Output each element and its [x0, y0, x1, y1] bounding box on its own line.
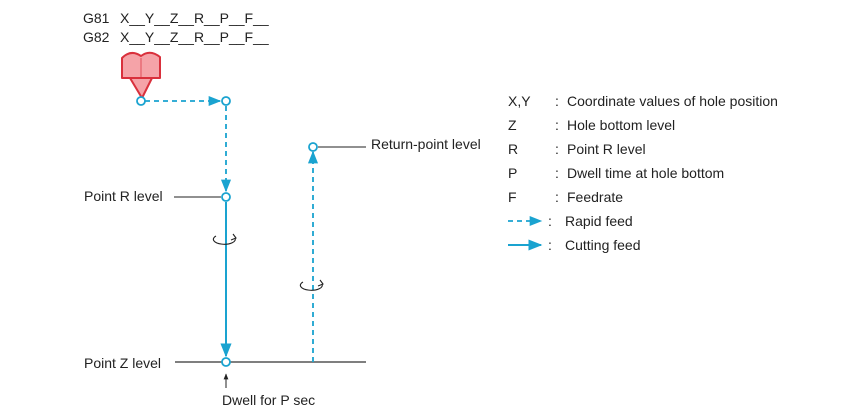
legend-colon: : — [548, 213, 552, 229]
legend-key: Z — [508, 117, 517, 133]
start-point — [136, 96, 146, 106]
legend-key: P — [508, 165, 517, 181]
command-code: G82 — [83, 29, 110, 45]
legend-key: X,Y — [508, 93, 531, 109]
legend-colon: : — [555, 117, 559, 133]
cutting-feed-legend-label: Cutting feed — [565, 237, 641, 253]
legend-desc: Point R level — [567, 141, 646, 157]
drill-tool-icon — [121, 51, 161, 99]
point-z — [221, 357, 231, 367]
return-point-level-label: Return-point level — [371, 136, 481, 152]
legend-desc: Dwell time at hole bottom — [567, 165, 724, 181]
legend-colon: : — [555, 93, 559, 109]
rotation-arrow-icon — [299, 279, 324, 291]
return-point — [308, 142, 318, 152]
legend-key: F — [508, 189, 517, 205]
legend-colon: : — [555, 189, 559, 205]
point-r-level-label: Point R level — [84, 188, 163, 204]
dwell-label: Dwell for P sec — [222, 392, 315, 408]
command-code: G81 — [83, 10, 110, 26]
legend-key: R — [508, 141, 518, 157]
legend-colon: : — [548, 237, 552, 253]
rapid-feed-legend-label: Rapid feed — [565, 213, 633, 229]
legend-desc: Hole bottom level — [567, 117, 675, 133]
legend-desc: Coordinate values of hole position — [567, 93, 778, 109]
legend-colon: : — [555, 165, 559, 181]
initial-point — [221, 96, 231, 106]
command-params: X__Y__Z__R__P__F__ — [120, 29, 269, 45]
command-header: G81 X__Y__Z__R__P__F__ G82 X__Y__Z__R__P… — [83, 10, 269, 45]
rotation-arrow-icon — [212, 233, 237, 245]
legend-colon: : — [555, 141, 559, 157]
point-r — [221, 192, 231, 202]
legend-desc: Feedrate — [567, 189, 623, 205]
point-z-level-label: Point Z level — [84, 355, 161, 371]
legend: X,Y : Coordinate values of hole position… — [508, 93, 778, 253]
command-params: X__Y__Z__R__P__F__ — [120, 10, 269, 26]
